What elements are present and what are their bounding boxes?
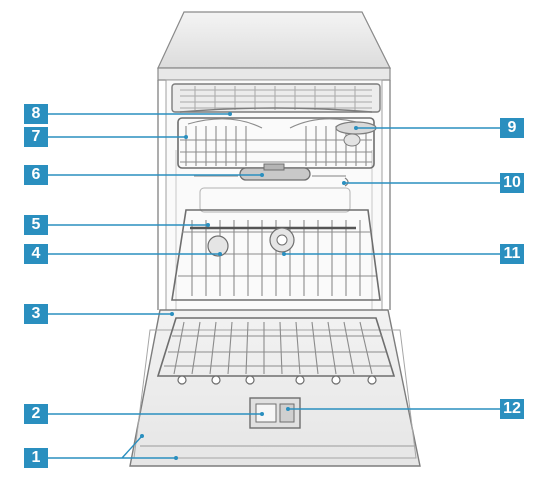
cutlery-drawer — [171, 83, 381, 113]
callout-3: 3 — [24, 304, 48, 324]
leader-10-dot — [342, 181, 346, 185]
dishwasher-door — [129, 309, 421, 467]
leader-8-dot — [228, 112, 232, 116]
leader-2-dot — [260, 412, 264, 416]
leader-12-dot — [286, 407, 290, 411]
tub-rear-panel — [199, 177, 351, 213]
leader-11-dot — [282, 252, 286, 256]
callout-7: 7 — [24, 127, 48, 147]
callout-10: 10 — [500, 173, 524, 193]
callout-6: 6 — [24, 165, 48, 185]
leader-4-dot — [218, 252, 222, 256]
leader-6-dot — [260, 173, 264, 177]
leader-1-dot-a — [140, 434, 144, 438]
leader-1 — [48, 435, 176, 459]
callout-4: 4 — [24, 244, 48, 264]
top-panel — [157, 11, 391, 81]
leader-5-dot — [206, 223, 210, 227]
upper-spray-arm — [194, 163, 346, 181]
leader-1-dot-b — [174, 456, 178, 460]
callout-9: 9 — [500, 118, 524, 138]
leader-9-dot — [354, 126, 358, 130]
callout-5: 5 — [24, 215, 48, 235]
detergent-dispenser — [249, 397, 301, 429]
leader-3-dot — [170, 312, 174, 316]
lower-basket — [171, 209, 381, 301]
leader-7-dot — [184, 135, 188, 139]
callout-11: 11 — [500, 244, 524, 264]
callout-2: 2 — [24, 404, 48, 424]
door-rack — [156, 317, 396, 385]
callout-12: 12 — [500, 399, 524, 419]
callout-1: 1 — [24, 448, 48, 468]
callout-8: 8 — [24, 104, 48, 124]
